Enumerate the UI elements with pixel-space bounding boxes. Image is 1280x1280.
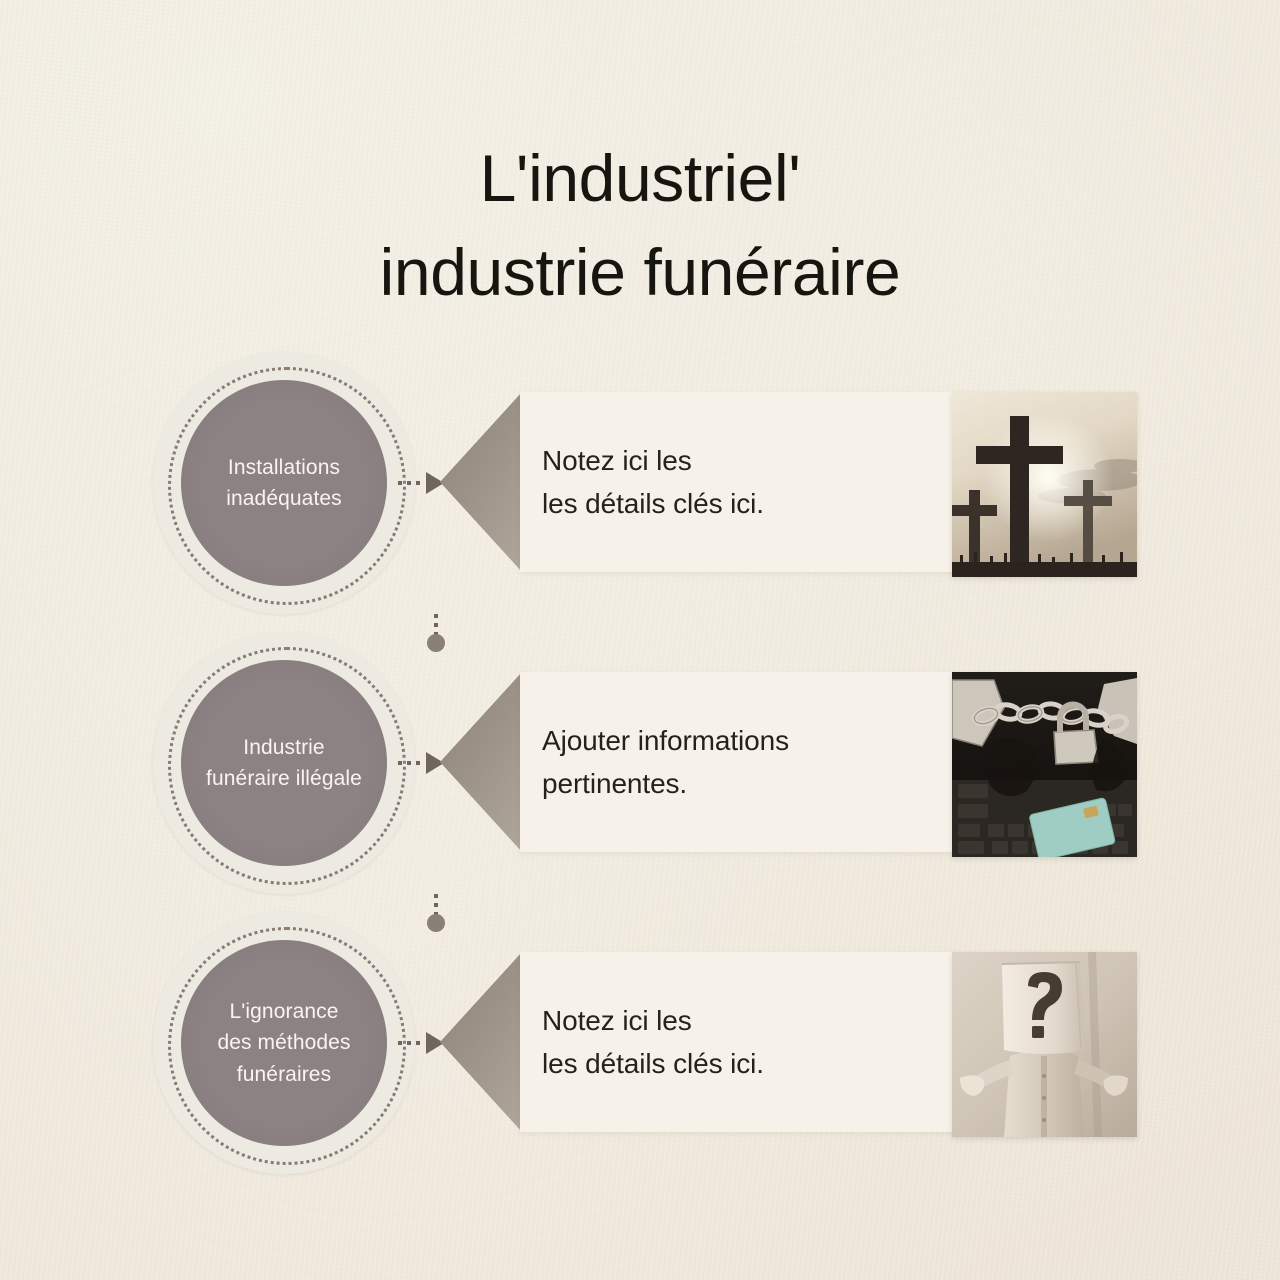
callout-triangle-1 [440, 392, 522, 572]
step-circle-label-1: Installations inadéquates [226, 455, 342, 511]
thumbnail-person-paper-bag-question-mark-shrug [952, 952, 1137, 1137]
arrow-right-icon-3 [426, 1032, 444, 1054]
step-circle-3[interactable]: L'ignorance des méthodes funéraires [153, 912, 415, 1174]
dotted-lead-1 [398, 481, 424, 485]
connector-stem-1 [434, 614, 438, 638]
dotted-ring [168, 367, 406, 605]
arrow-right-icon-1 [426, 472, 444, 494]
dotted-lead-2 [398, 761, 424, 765]
circle-disc: Industrie funéraire illégale [181, 660, 387, 866]
thumbnail-chain-padlock-keyboard-credit-card [952, 672, 1137, 857]
step-circle-2[interactable]: Industrie funéraire illégale [153, 632, 445, 932]
connector-node-2 [427, 914, 445, 932]
detail-panel-text-2: Ajouter informations pertinentes. [542, 724, 790, 799]
connector-stem-2 [434, 894, 438, 918]
arrow-right-icon-2 [426, 752, 444, 774]
page-title: L'industriel' industrie funéraire [379, 141, 901, 309]
dotted-lead-3 [398, 1041, 424, 1045]
detail-panel-text-1: Notez ici les les détails clés ici. [542, 444, 764, 519]
connector-node-1 [427, 634, 445, 652]
dotted-ring [168, 647, 406, 885]
detail-panel-1[interactable]: Notez ici les les détails clés ici. [520, 392, 955, 572]
callout-triangle-2 [440, 672, 522, 852]
callout-triangle-3 [440, 952, 522, 1132]
detail-panel-2[interactable]: Ajouter informations pertinentes. [520, 672, 955, 852]
step-circle-label-2: Industrie funéraire illégale [206, 735, 362, 791]
detail-panel-text-3: Notez ici les les détails clés ici. [542, 1004, 764, 1079]
dotted-ring [168, 927, 406, 1165]
thumbnail-three-crosses-silhouette-sepia-sunset [952, 392, 1137, 577]
step-circle-label-3: L'ignorance des méthodes funéraires [217, 999, 351, 1086]
detail-panel-3[interactable]: Notez ici les les détails clés ici. [520, 952, 955, 1132]
step-circle-1[interactable]: Installations inadéquates [153, 352, 445, 652]
circle-disc: L'ignorance des méthodes funéraires [181, 940, 387, 1146]
circle-disc: Installations inadéquates [181, 380, 387, 586]
